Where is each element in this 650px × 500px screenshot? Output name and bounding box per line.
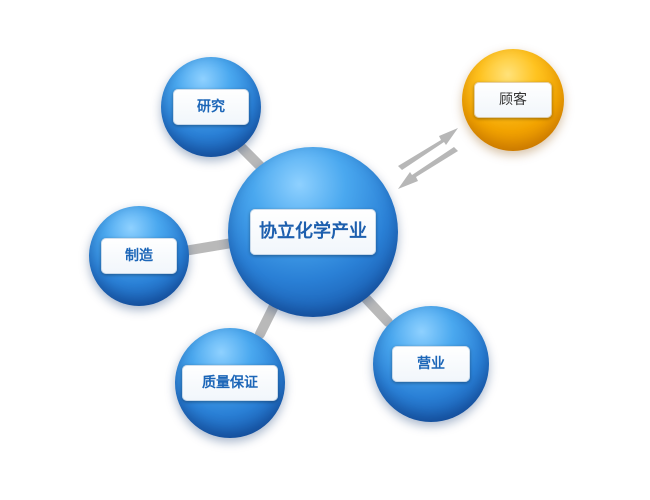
manufacturing-label: 制造 [101, 238, 177, 274]
arrow-from-customer [398, 147, 458, 189]
center-node: 协立化学产业 [228, 147, 398, 317]
sales-node: 营业 [373, 306, 489, 422]
sales-label: 营业 [392, 346, 470, 382]
customer-label: 顾客 [474, 82, 552, 118]
connector-research [233, 139, 267, 173]
quality-node: 质量保证 [175, 328, 285, 438]
arrow-to-customer [398, 128, 458, 170]
manufacturing-node: 制造 [89, 206, 189, 306]
center-label: 协立化学产业 [250, 209, 376, 255]
research-node: 研究 [161, 57, 261, 157]
research-label: 研究 [173, 89, 249, 125]
customer-node: 顾客 [462, 49, 564, 151]
quality-label: 质量保证 [182, 365, 278, 401]
connector-manufacturing [179, 238, 237, 256]
